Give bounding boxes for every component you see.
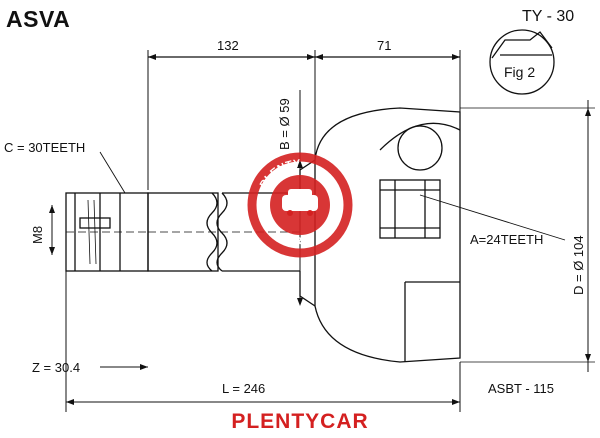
joint-housing [314,107,461,363]
dimension-71: 71 [377,38,392,53]
brand-logo: ASVA [6,6,71,32]
dimension-132: 132 [217,38,239,53]
asbt-code: ASBT - 115 [488,381,554,396]
dimension-a-teeth: A=24TEETH [470,232,544,247]
footer-brand: PLENTYCAR [231,410,369,433]
ball-element [397,125,443,171]
inner-race [379,179,441,239]
dimension-c-teeth: C = 30TEETH [4,140,86,155]
watermark-top-text: PLENTY [258,158,302,190]
dimension-l-total: L = 246 [222,381,266,396]
figure-label: Fig 2 [504,64,536,80]
part-code: TY - 30 [522,8,575,25]
dimension-z: Z = 30.4 [32,360,81,375]
watermark-bottom-text: CAR [280,231,303,247]
detail-circle [489,29,555,95]
